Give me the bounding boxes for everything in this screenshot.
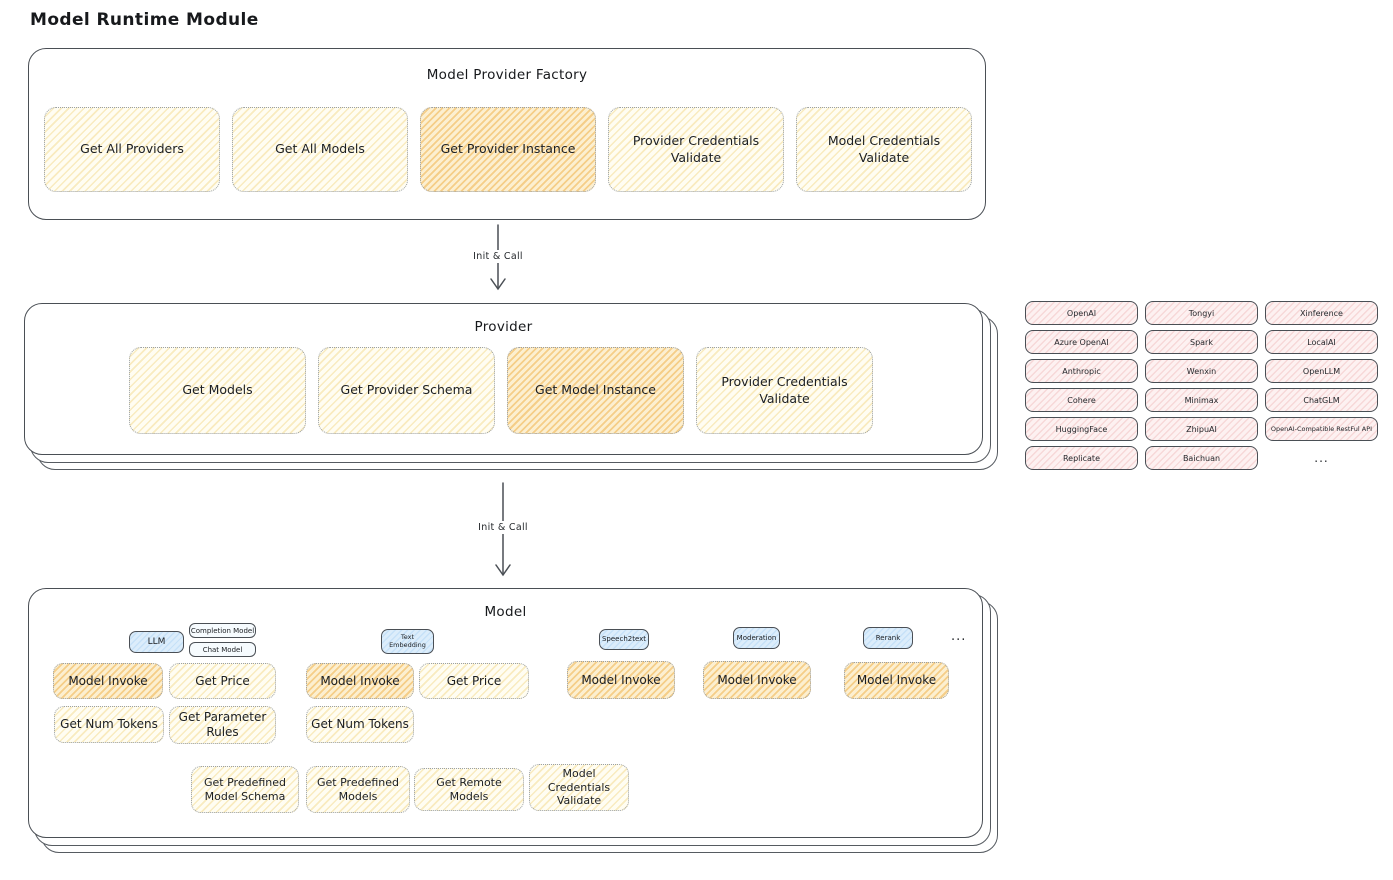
op-get-parameter-rules-llm: Get Parameter Rules	[169, 706, 276, 744]
op-model-invoke-speech2text: Model Invoke	[567, 661, 675, 699]
provider-box: Get Provider Schema	[318, 347, 495, 434]
provider-pill: Anthropic	[1025, 359, 1138, 383]
provider-pill: ZhipuAI	[1145, 417, 1258, 441]
provider-pill: Minimax	[1145, 388, 1258, 412]
provider-pill: Wenxin	[1145, 359, 1258, 383]
provider-pill: Xinference	[1265, 301, 1378, 325]
factory-box: Get Provider Instance	[420, 107, 596, 192]
providers-grid-ellipsis: ...	[1314, 451, 1329, 465]
provider-box: Get Models	[129, 347, 306, 434]
flow-label-init-call-1: Init & Call	[469, 250, 527, 263]
factory-box: Provider Credentials Validate	[608, 107, 784, 192]
factory-container: Model Provider Factory Get All Providers…	[28, 48, 986, 220]
provider-pill: LocalAI	[1265, 330, 1378, 354]
model-types-ellipsis: ...	[951, 629, 967, 644]
page-title: Model Runtime Module	[30, 10, 259, 30]
model-container: Model LLM Completion Model Chat Model Te…	[28, 588, 983, 838]
op-model-invoke-rerank: Model Invoke	[844, 662, 949, 699]
op-get-remote-models: Get Remote Models	[414, 768, 524, 811]
model-subtag-chat-model: Chat Model	[189, 642, 256, 657]
provider-pill: OpenAI	[1025, 301, 1138, 325]
factory-box: Get All Models	[232, 107, 408, 192]
model-type-tag-llm: LLM	[129, 631, 184, 653]
provider-pill: Baichuan	[1145, 446, 1258, 470]
op-model-invoke-text-embedding: Model Invoke	[306, 663, 414, 699]
provider-box: Provider Credentials Validate	[696, 347, 873, 434]
op-get-num-tokens-text-embedding: Get Num Tokens	[306, 706, 414, 743]
provider-pill: HuggingFace	[1025, 417, 1138, 441]
op-get-price-text-embedding: Get Price	[419, 663, 529, 699]
model-type-tag-moderation: Moderation	[733, 627, 780, 649]
op-model-invoke-moderation: Model Invoke	[703, 661, 811, 699]
factory-box: Get All Providers	[44, 107, 220, 192]
model-type-tag-speech2text: Speech2text	[599, 629, 649, 650]
model-subtag-completion-model: Completion Model	[189, 623, 256, 638]
provider-box: Get Model Instance	[507, 347, 684, 434]
provider-pill: OpenLLM	[1265, 359, 1378, 383]
provider-pill: ChatGLM	[1265, 388, 1378, 412]
provider-pill: Azure OpenAI	[1025, 330, 1138, 354]
factory-box: Model Credentials Validate	[796, 107, 972, 192]
op-model-credentials-validate: Model Credentials Validate	[529, 764, 629, 811]
op-get-predefined-models: Get Predefined Models	[306, 766, 410, 813]
model-type-tag-text-embedding: Text Embedding	[381, 629, 434, 654]
factory-title: Model Provider Factory	[426, 67, 588, 83]
provider-pill: Cohere	[1025, 388, 1138, 412]
model-type-tag-rerank: Rerank	[863, 627, 913, 649]
op-get-price-llm: Get Price	[169, 663, 276, 699]
op-model-invoke-llm: Model Invoke	[53, 663, 163, 699]
model-title: Model	[484, 604, 527, 620]
provider-pill: Spark	[1145, 330, 1258, 354]
provider-pill: OpenAI-Compatible RestFul API	[1265, 417, 1378, 441]
op-get-num-tokens-llm: Get Num Tokens	[54, 706, 164, 743]
flow-label-init-call-2: Init & Call	[474, 521, 532, 534]
provider-pill: Tongyi	[1145, 301, 1258, 325]
provider-title: Provider	[474, 319, 533, 335]
provider-pill: Replicate	[1025, 446, 1138, 470]
op-get-predefined-model-schema: Get Predefined Model Schema	[191, 766, 299, 813]
